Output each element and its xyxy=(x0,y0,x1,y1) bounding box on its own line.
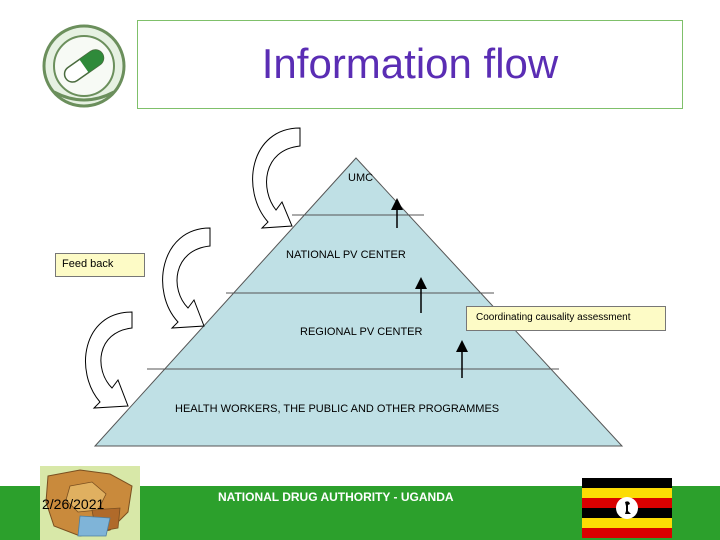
nda-seal-logo xyxy=(36,22,132,114)
level-national-pv-label: NATIONAL PV CENTER xyxy=(286,249,406,261)
feedback-arrow-2 xyxy=(162,227,211,329)
uganda-flag xyxy=(582,478,672,538)
uganda-map xyxy=(40,466,140,540)
coordinating-label: Coordinating causality assessment xyxy=(476,312,631,323)
level-regional-pv-label: REGIONAL PV CENTER xyxy=(300,326,423,338)
footer-organization: NATIONAL DRUG AUTHORITY - UGANDA xyxy=(218,490,454,504)
feedback-label: Feed back xyxy=(62,258,114,270)
title-frame xyxy=(137,20,683,109)
feedback-callout xyxy=(55,253,145,277)
level-health-workers-label: HEALTH WORKERS, THE PUBLIC AND OTHER PRO… xyxy=(175,403,500,415)
slide-title: Information flow xyxy=(261,40,559,87)
coordinating-callout xyxy=(466,306,666,331)
feedback-arrow-1 xyxy=(252,127,301,229)
level-umc-label: UMC xyxy=(348,172,374,184)
slide-date: 2/26/2021 xyxy=(42,496,105,512)
feedback-arrow-3 xyxy=(85,311,133,409)
pyramid-shape xyxy=(93,157,624,447)
